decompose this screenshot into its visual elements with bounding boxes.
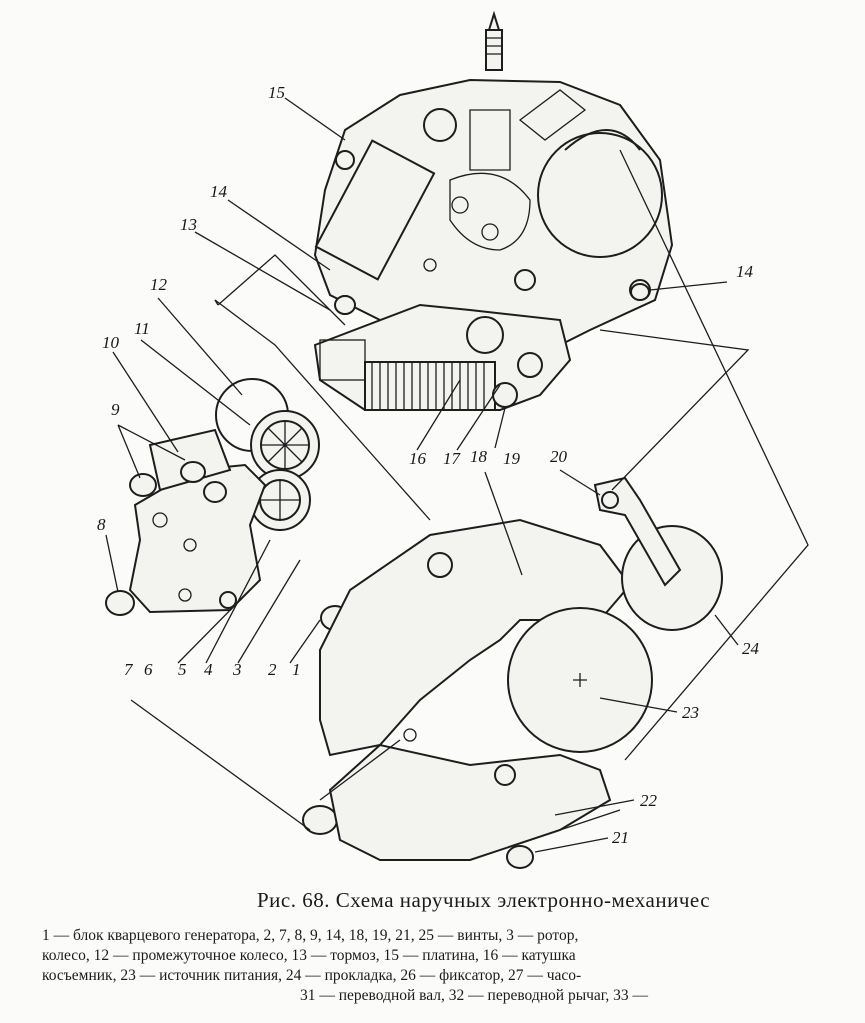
label-16: 16	[409, 449, 427, 468]
main-plate	[313, 78, 674, 347]
label-17: 17	[443, 449, 462, 468]
label-10: 10	[102, 333, 120, 352]
lever-20	[593, 476, 682, 587]
label-leaders	[105, 97, 739, 853]
label-12: 12	[150, 275, 168, 294]
label-1: 1	[292, 660, 301, 679]
assembly-guide-lines	[214, 149, 809, 831]
legend-line: 1 — блок кварцевого генератора, 2, 7, 8,…	[42, 927, 579, 944]
label-14-left: 14	[210, 182, 228, 201]
label-9: 9	[111, 400, 120, 419]
label-8: 8	[97, 515, 106, 534]
battery	[507, 607, 653, 753]
winding-stem	[485, 10, 503, 71]
figure-legend: 1 — блок кварцевого генератора, 2, 7, 8,…	[42, 926, 832, 1006]
label-14-right: 14	[736, 262, 754, 281]
coil-unit	[313, 303, 572, 411]
generator-block	[319, 518, 632, 861]
label-2: 2	[268, 660, 277, 679]
label-6: 6	[144, 660, 153, 679]
legend-line: косъемник, 23 — источник питания, 24 — п…	[42, 967, 582, 984]
label-3: 3	[232, 660, 242, 679]
label-4: 4	[204, 660, 213, 679]
label-15: 15	[268, 83, 285, 102]
label-18: 18	[470, 447, 488, 466]
part-number-labels: 15 14 13 12 11 10 9 8 14 16 17 18 19 20 …	[97, 83, 760, 847]
label-13: 13	[180, 215, 197, 234]
label-21: 21	[612, 828, 629, 847]
label-23: 23	[682, 703, 699, 722]
left-bridge	[128, 428, 267, 614]
exploded-movement-diagram: 15 14 13 12 11 10 9 8 14 16 17 18 19 20 …	[97, 10, 809, 869]
legend-line: 31 — переводной вал, 32 — переводной рыч…	[300, 987, 649, 1004]
label-7: 7	[124, 660, 134, 679]
figure-caption: Рис. 68. Схема наручных электронно-механ…	[257, 888, 711, 912]
label-11: 11	[134, 319, 150, 338]
label-20: 20	[550, 447, 568, 466]
label-22: 22	[640, 791, 658, 810]
label-24: 24	[742, 639, 760, 658]
label-5: 5	[178, 660, 187, 679]
legend-line: колесо, 12 — промежуточное колесо, 13 — …	[42, 947, 576, 964]
label-19: 19	[503, 449, 521, 468]
